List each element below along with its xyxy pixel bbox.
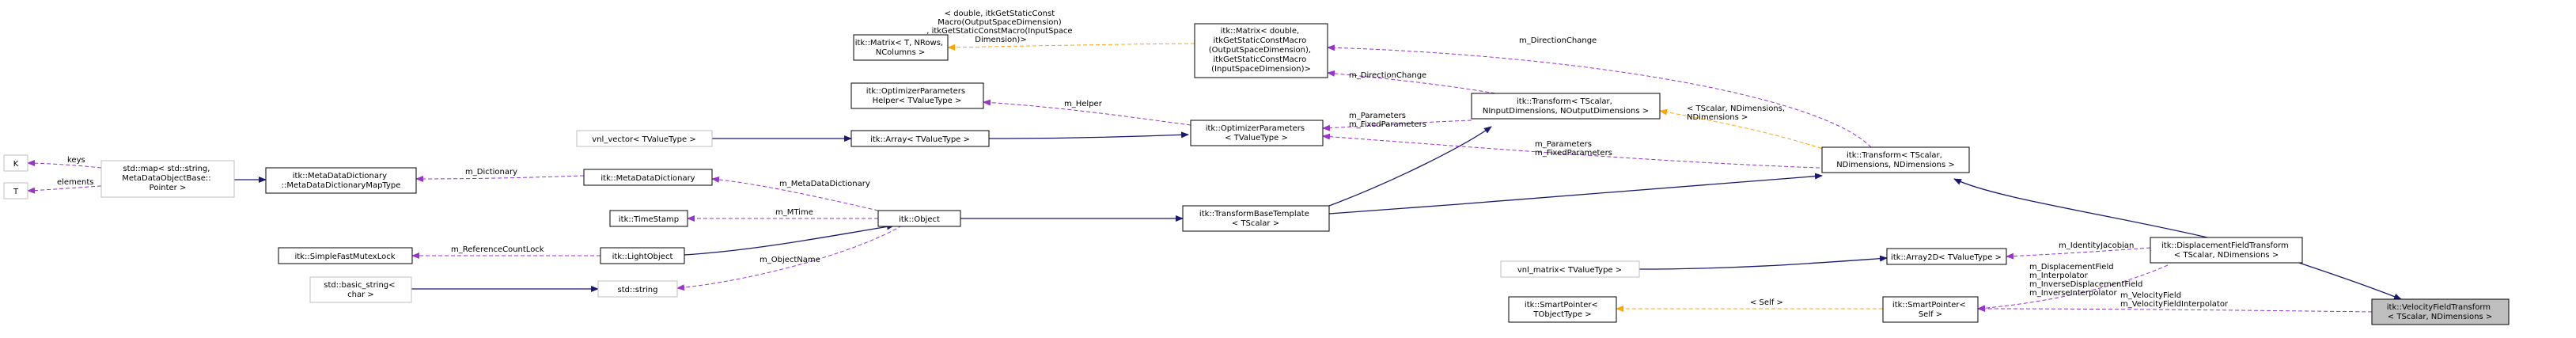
edge-label-m-objectname: m_ObjectName	[760, 256, 820, 264]
edge-label-m-params-upper: m_Parameters m_FixedParameters	[1349, 112, 1426, 129]
edge-matrix-template	[947, 43, 1195, 51]
edge-label-m-metadatadictionary: m_MetaDataDictionary	[779, 180, 870, 188]
svg-text:itk::TimeStamp: itk::TimeStamp	[619, 215, 679, 224]
edge-label-m-identityjacobian: m_IdentityJacobian	[2059, 241, 2134, 250]
svg-text:vnl_matrix< TValueType >: vnl_matrix< TValueType >	[1517, 266, 1622, 275]
svg-text:itk::SmartPointer< TOb: itk::SmartPointer< TObjectType >	[1525, 301, 1601, 319]
edge-m-dictionary	[415, 175, 585, 182]
svg-text:itk::Array< TValueType >: itk::Array< TValueType >	[870, 135, 970, 144]
edge-tbt-inherit	[1328, 173, 1823, 215]
svg-text:itk::DisplacementFieldTransfor: itk::DisplacementFieldTransform < TScala…	[2161, 241, 2291, 260]
edge-label-m-params-lower: m_Parameters m_FixedParameters	[1535, 140, 1612, 158]
edge-vft-members	[1977, 306, 2373, 313]
node-transform-full[interactable]: itk::Transform< TScalar, NInputDimension…	[1471, 93, 1661, 120]
svg-text:std::basic_string< cha: std::basic_string< char >	[324, 281, 397, 299]
node-basic-string[interactable]: std::basic_string< char >	[309, 276, 412, 303]
svg-text:itk::LightObject: itk::LightObject	[612, 253, 673, 261]
edge-lightobject-inherit	[684, 223, 895, 256]
svg-text:itk::Object: itk::Object	[899, 215, 940, 224]
edge-label-m-mtime: m_MTime	[775, 208, 813, 217]
node-matrix-t[interactable]: itk::Matrix< T, NRows, NColumns >	[853, 34, 949, 61]
node-lightobject[interactable]: itk::LightObject	[600, 247, 685, 264]
svg-text:itk::MetaDataDictionary: itk::MetaDataDictionary ::MetaDataDictio…	[282, 172, 401, 190]
node-matrix-d[interactable]: itk::Matrix< double, itkGetStaticConstMa…	[1194, 23, 1328, 78]
edge-m-identityjacobian	[2006, 247, 2151, 260]
svg-text:vnl_vector< TValueType >: vnl_vector< TValueType >	[592, 135, 695, 144]
edge-label-transform-template: < TScalar, NDimensions, NDimensions >	[1687, 104, 1787, 122]
edge-label-m-directionchange-mid: m_DirectionChange	[1349, 71, 1426, 80]
svg-text:itk::SmartPointer< Sel: itk::SmartPointer< Self >	[1892, 301, 1968, 319]
svg-text:itk::Transform< TScalar,: itk::Transform< TScalar, NDimensions, ND…	[1836, 151, 1955, 169]
edge-m-metadatadictionary	[711, 176, 879, 211]
edge-m-params-lower	[1322, 133, 1820, 169]
svg-text:itk::MetaDataDictionary: itk::MetaDataDictionary	[600, 174, 695, 183]
node-transform[interactable]: itk::Transform< TScalar, NDimensions, ND…	[1821, 146, 1970, 173]
node-dft[interactable]: itk::DisplacementFieldTransform < TScala…	[2150, 237, 2303, 264]
edge-elements	[27, 185, 102, 194]
edge-label-m-referencecountlock: m_ReferenceCountLock	[451, 245, 544, 254]
svg-text:itk::Transform< TScalar,: itk::Transform< TScalar, NInputDimension…	[1483, 97, 1649, 116]
edge-label-self-template: < Self >	[1750, 298, 1783, 307]
svg-text:K: K	[13, 160, 19, 169]
node-vnl-vector[interactable]: vnl_vector< TValueType >	[576, 130, 713, 147]
edge-label-m-directionchange-top: m_DirectionChange	[1519, 36, 1597, 45]
edge-tbt-inherit-full	[1328, 126, 1492, 207]
edge-array-inherit	[988, 131, 1189, 139]
edge-label-keys: keys	[67, 156, 85, 165]
svg-text:itk::VelocityFieldTransform: itk::VelocityFieldTransform < TScalar, N…	[2387, 303, 2493, 321]
svg-text:itk::Array2D< TValueType >: itk::Array2D< TValueType >	[1891, 253, 2002, 262]
node-sp-self[interactable]: itk::SmartPointer< Self >	[1882, 296, 1979, 323]
node-mdd-map-type[interactable]: itk::MetaDataDictionary ::MetaDataDictio…	[265, 167, 417, 194]
node-std-string[interactable]: std::string	[597, 280, 678, 298]
svg-text:std::map< std::string,: std::map< std::string, MetaDataObjectBas…	[122, 165, 214, 192]
node-mdd[interactable]: itk::MetaDataDictionary	[583, 169, 713, 186]
node-array[interactable]: itk::Array< TValueType >	[850, 130, 990, 147]
edge-vnl-matrix-inherit	[1638, 255, 1888, 270]
node-std-map[interactable]: std::map< std::string, MetaDataObjectBas…	[100, 160, 235, 198]
node-opt-params[interactable]: itk::OptimizerParameters < TValueType >	[1190, 120, 1324, 146]
edge-m-helper	[983, 99, 1191, 126]
svg-text:itk::TransformBaseTemplate: itk::TransformBaseTemplate < TScalar >	[1199, 210, 1312, 228]
svg-text:std::string: std::string	[618, 286, 658, 294]
svg-text:itk::OptimizerParameters: itk::OptimizerParameters Helper< TValueT…	[866, 87, 968, 105]
edge-m-directionchange-mid	[1327, 70, 1496, 94]
edge-dft-inherit	[2294, 260, 2402, 300]
edge-dft-members	[1977, 264, 2169, 312]
edge-label-vft-members: m_VelocityField m_VelocityFieldInterpola…	[2120, 291, 2229, 309]
edge-m-directionchange-top	[1327, 44, 1872, 148]
node-timestamp[interactable]: itk::TimeStamp	[609, 210, 688, 227]
node-vnl-matrix[interactable]: vnl_matrix< TValueType >	[1500, 260, 1640, 278]
edge-transform-inherit	[1953, 178, 2208, 238]
edge-label-m-helper: m_Helper	[1064, 100, 1103, 108]
node-object[interactable]: itk::Object	[877, 210, 961, 227]
node-sp-tobject[interactable]: itk::SmartPointer< TObjectType >	[1508, 296, 1617, 323]
edge-m-params-upper	[1322, 120, 1472, 131]
svg-text:itk::Matrix< double, i: itk::Matrix< double, itkGetStaticConstMa…	[1209, 27, 1314, 74]
edge-label-matrix-template: < double, itkGetStaticConst Macro(Output…	[926, 9, 1075, 44]
edge-transform-template	[1659, 108, 1828, 151]
edge-keys	[27, 160, 102, 169]
svg-text:itk::SimpleFastMutexLock: itk::SimpleFastMutexLock	[294, 253, 395, 261]
node-opt-helper[interactable]: itk::OptimizerParameters Helper< TValueT…	[850, 82, 984, 109]
node-t[interactable]: T	[3, 182, 28, 199]
svg-text:itk::Matrix< T, NRows,: itk::Matrix< T, NRows, NColumns >	[855, 39, 946, 57]
edge-m-objectname	[676, 225, 903, 291]
edge-label-dft-members: m_DisplacementField m_Interpolator m_Inv…	[2029, 263, 2146, 298]
node-tbt[interactable]: itk::TransformBaseTemplate < TScalar >	[1182, 205, 1330, 232]
svg-text:T: T	[13, 188, 19, 196]
svg-text:itk::OptimizerParameters: itk::OptimizerParameters < TValueType >	[1206, 124, 1308, 142]
node-mutex[interactable]: itk::SimpleFastMutexLock	[278, 247, 413, 264]
edge-label-m-dictionary: m_Dictionary	[465, 168, 517, 177]
node-vft[interactable]: itk::VelocityFieldTransform < TScalar, N…	[2371, 298, 2510, 325]
edge-label-elements: elements	[57, 178, 93, 187]
node-array2d[interactable]: itk::Array2D< TValueType >	[1886, 248, 2007, 265]
node-k[interactable]: K	[3, 154, 28, 172]
